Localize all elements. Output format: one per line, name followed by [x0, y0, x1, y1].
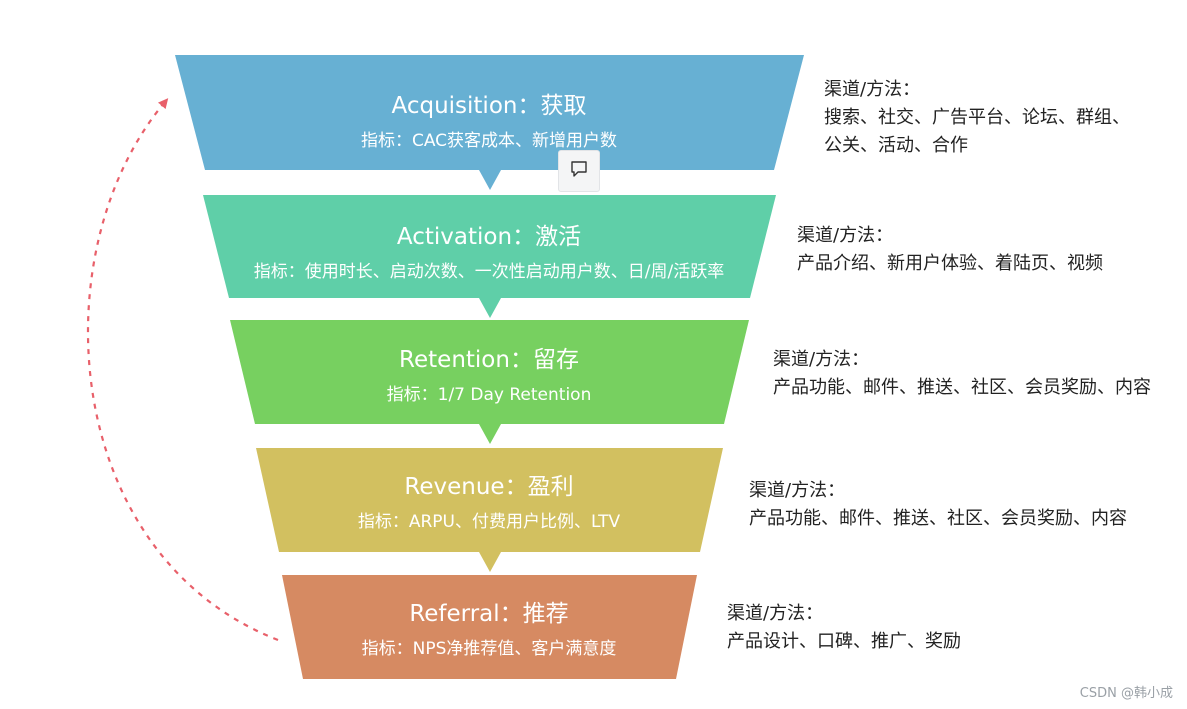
- stage-acquisition-band: [175, 55, 804, 170]
- channel-line: 产品介绍、新用户体验、着陆页、视频: [797, 253, 1103, 274]
- stage-activation-metric: 指标：使用时长、启动次数、一次性启动用户数、日/周/活跃率: [253, 262, 725, 282]
- loop-arrow: [86, 98, 279, 642]
- channel-line: 产品功能、邮件、推送、社区、会员奖励、内容: [749, 508, 1127, 529]
- stage-retention-title: Retention：留存: [399, 347, 579, 373]
- stage-revenue-metric: 指标：ARPU、付费用户比例、LTV: [357, 512, 621, 532]
- stage-activation-title: Activation：激活: [396, 224, 582, 250]
- channel-label: 渠道/方法：: [727, 603, 824, 624]
- stage-revenue-band: [256, 448, 723, 552]
- stage-referral-band: [282, 575, 697, 679]
- stage-referral-title: Referral：推荐: [409, 601, 569, 627]
- channel-label: 渠道/方法：: [749, 480, 846, 501]
- stage-connector-arrow: [479, 298, 501, 318]
- watermark: CSDN @韩小成: [1079, 686, 1173, 701]
- channel-acquisition: 渠道/方法： 搜索、社交、广告平台、论坛、群组、 公关、活动、合作: [824, 76, 1130, 160]
- stage-connector-arrow: [479, 552, 501, 572]
- channel-line: 搜索、社交、广告平台、论坛、群组、: [824, 107, 1130, 128]
- channel-line: 产品功能、邮件、推送、社区、会员奖励、内容: [773, 377, 1151, 398]
- channel-label: 渠道/方法：: [824, 79, 921, 100]
- channel-line: 公关、活动、合作: [824, 135, 968, 156]
- channel-revenue: 渠道/方法： 产品功能、邮件、推送、社区、会员奖励、内容: [749, 477, 1127, 533]
- channel-label: 渠道/方法：: [797, 225, 894, 246]
- stage-referral-metric: 指标：NPS净推荐值、客户满意度: [361, 639, 617, 659]
- stage-revenue-title: Revenue：盈利: [404, 474, 574, 500]
- stage-connector-arrow: [479, 170, 501, 190]
- stage-acquisition-metric: 指标：CAC获客成本、新增用户数: [360, 131, 618, 151]
- stage-retention-metric: 指标：1/7 Day Retention: [386, 385, 592, 405]
- comment-icon: [569, 159, 589, 183]
- channel-label: 渠道/方法：: [773, 349, 870, 370]
- stage-retention-band: [230, 320, 749, 424]
- channel-line: 产品设计、口碑、推广、奖励: [727, 631, 961, 652]
- stage-activation-band: [203, 195, 776, 298]
- comment-button[interactable]: [558, 150, 600, 192]
- stage-acquisition-title: Acquisition：获取: [391, 93, 587, 119]
- channel-activation: 渠道/方法： 产品介绍、新用户体验、着陆页、视频: [797, 222, 1103, 278]
- stage-connector-arrow: [479, 424, 501, 444]
- channel-retention: 渠道/方法： 产品功能、邮件、推送、社区、会员奖励、内容: [773, 346, 1151, 402]
- channel-referral: 渠道/方法： 产品设计、口碑、推广、奖励: [727, 600, 961, 656]
